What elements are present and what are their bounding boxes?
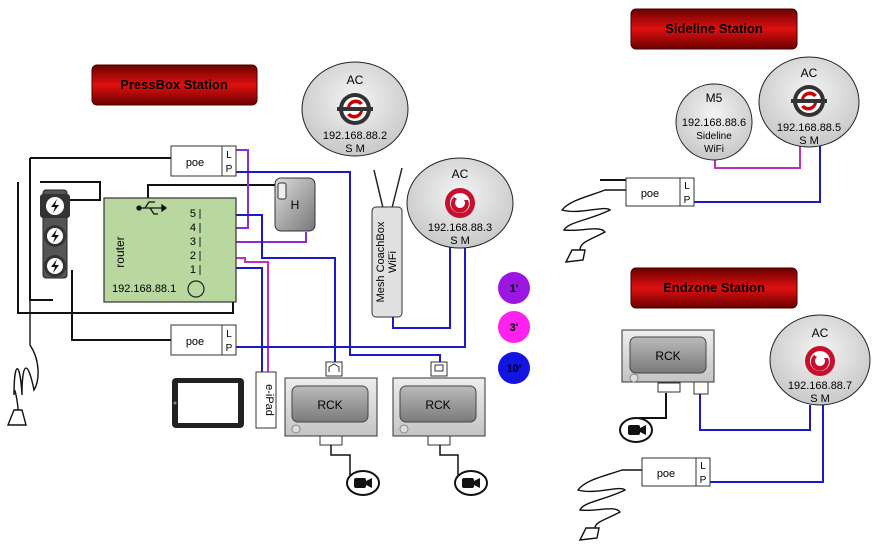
poe-injector-endzone: poe L P (641, 457, 711, 487)
svg-text:3': 3' (510, 322, 519, 334)
hub: H (274, 177, 316, 232)
ethernet-port-icon (693, 381, 709, 395)
svg-text:P: P (684, 195, 691, 206)
router: router 5 4 3 2 1 192.168.88.1 (103, 197, 237, 303)
router-port-2: 2 (190, 250, 196, 262)
power-strip (40, 189, 70, 279)
svg-text:P: P (226, 343, 233, 354)
svg-text:P: P (226, 164, 233, 175)
svg-text:192.168.88.5: 192.168.88.5 (777, 122, 841, 134)
svg-text:1': 1' (510, 283, 519, 295)
endzone-station-banner: Endzone Station (630, 267, 798, 309)
svg-text:AC: AC (347, 73, 364, 87)
camera-icon (619, 417, 653, 443)
rck-unit-2: RCK (392, 361, 488, 496)
sideline-station-title: Sideline Station (665, 21, 763, 36)
legend-3ft: 3' (498, 311, 530, 343)
svg-text:poe: poe (186, 157, 204, 169)
svg-text:poe: poe (657, 468, 675, 480)
svg-text:L: L (684, 181, 690, 192)
antenna-icon (373, 169, 384, 209)
sideline-station-banner: Sideline Station (630, 8, 798, 50)
ac-mesh: AC 192.168.88.3 S M (406, 157, 514, 249)
svg-text:WiFi: WiFi (704, 144, 724, 155)
svg-text:poe: poe (186, 336, 204, 348)
svg-text:S M: S M (450, 235, 470, 247)
svg-text:10': 10' (507, 363, 522, 375)
power-cord-icon (6, 300, 39, 426)
mesh-coachbox: Mesh CoachBox WiFi (371, 167, 403, 318)
router-port-4: 4 (190, 222, 196, 234)
pressbox-station-title: PressBox Station (120, 77, 228, 92)
svg-text:L: L (226, 150, 232, 161)
svg-text:192.168.88.3: 192.168.88.3 (428, 222, 492, 234)
power-outlet-icon (44, 255, 66, 277)
antenna-icon (391, 167, 403, 209)
svg-text:AC: AC (452, 167, 469, 181)
poe-injector-sideline: poe L P (625, 177, 695, 207)
pressbox-station-banner: PressBox Station (91, 64, 258, 106)
svg-text:S M: S M (345, 143, 365, 155)
camera-icon (346, 470, 380, 496)
legend-1ft: 1' (498, 272, 530, 304)
usb-icon (136, 201, 168, 215)
svg-text:H: H (291, 198, 300, 212)
svg-text:poe: poe (641, 188, 659, 200)
power-cord-icon (560, 189, 626, 263)
ipad: e-iPad (172, 371, 277, 429)
ac-sideline: AC 192.168.88.5 S M (758, 56, 860, 148)
svg-text:WiFi: WiFi (387, 251, 399, 273)
sideline-wiring (600, 146, 821, 203)
svg-text:192.168.88.7: 192.168.88.7 (788, 380, 852, 392)
eipad-label: e-iPad (263, 384, 275, 416)
pressbox-wiring (17, 149, 466, 372)
endzone-station-title: Endzone Station (663, 280, 765, 295)
svg-text:RCK: RCK (425, 398, 450, 412)
router-port-1: 1 (190, 264, 196, 276)
router-label: router (113, 236, 127, 267)
serial-port-icon (427, 435, 451, 446)
router-port-5: 5 (190, 208, 196, 220)
svg-text:RCK: RCK (655, 349, 680, 363)
svg-text:L: L (226, 329, 232, 340)
ac-logo-icon (805, 346, 835, 376)
svg-text:S M: S M (810, 393, 830, 405)
poe-injector-top: poe L P (170, 145, 237, 177)
svg-text:AC: AC (801, 66, 818, 80)
svg-text:RCK: RCK (317, 398, 342, 412)
svg-text:L: L (700, 461, 706, 472)
rck-unit-endzone: RCK (619, 329, 715, 443)
svg-text:AC: AC (812, 326, 829, 340)
router-ip: 192.168.88.1 (112, 283, 176, 295)
camera-icon (454, 470, 488, 496)
ethernet-port-icon (430, 361, 448, 377)
router-port-3: 3 (190, 236, 196, 248)
power-outlet-icon (40, 194, 70, 218)
svg-text:M5: M5 (706, 91, 723, 105)
ac-endzone: AC 192.168.88.7 S M (769, 314, 871, 406)
rck-unit-1: RCK (284, 361, 380, 496)
svg-text:Sideline: Sideline (696, 131, 732, 142)
ethernet-port-icon (325, 361, 343, 377)
serial-port-icon (319, 435, 343, 446)
serial-port-icon (657, 382, 681, 393)
poe-injector-bottom: poe L P (170, 324, 237, 356)
ac-pressbox: AC 192.168.88.2 S M (301, 61, 409, 157)
ap-ip: 192.168.88.2 (323, 130, 387, 142)
power-jack-icon (187, 280, 205, 298)
legend-10ft: 10' (498, 352, 530, 384)
m5-sideline-wifi: M5 192.168.88.6 Sideline WiFi (675, 83, 753, 161)
svg-text:S M: S M (799, 135, 819, 147)
svg-text:Mesh CoachBox: Mesh CoachBox (375, 221, 387, 302)
svg-text:192.168.88.6: 192.168.88.6 (682, 117, 746, 129)
ac-logo-icon (445, 188, 475, 218)
cable-legend: 1' 3' 10' (498, 272, 530, 384)
power-outlet-icon (44, 225, 66, 247)
svg-text:P: P (700, 475, 707, 486)
power-cord-icon (576, 469, 642, 541)
